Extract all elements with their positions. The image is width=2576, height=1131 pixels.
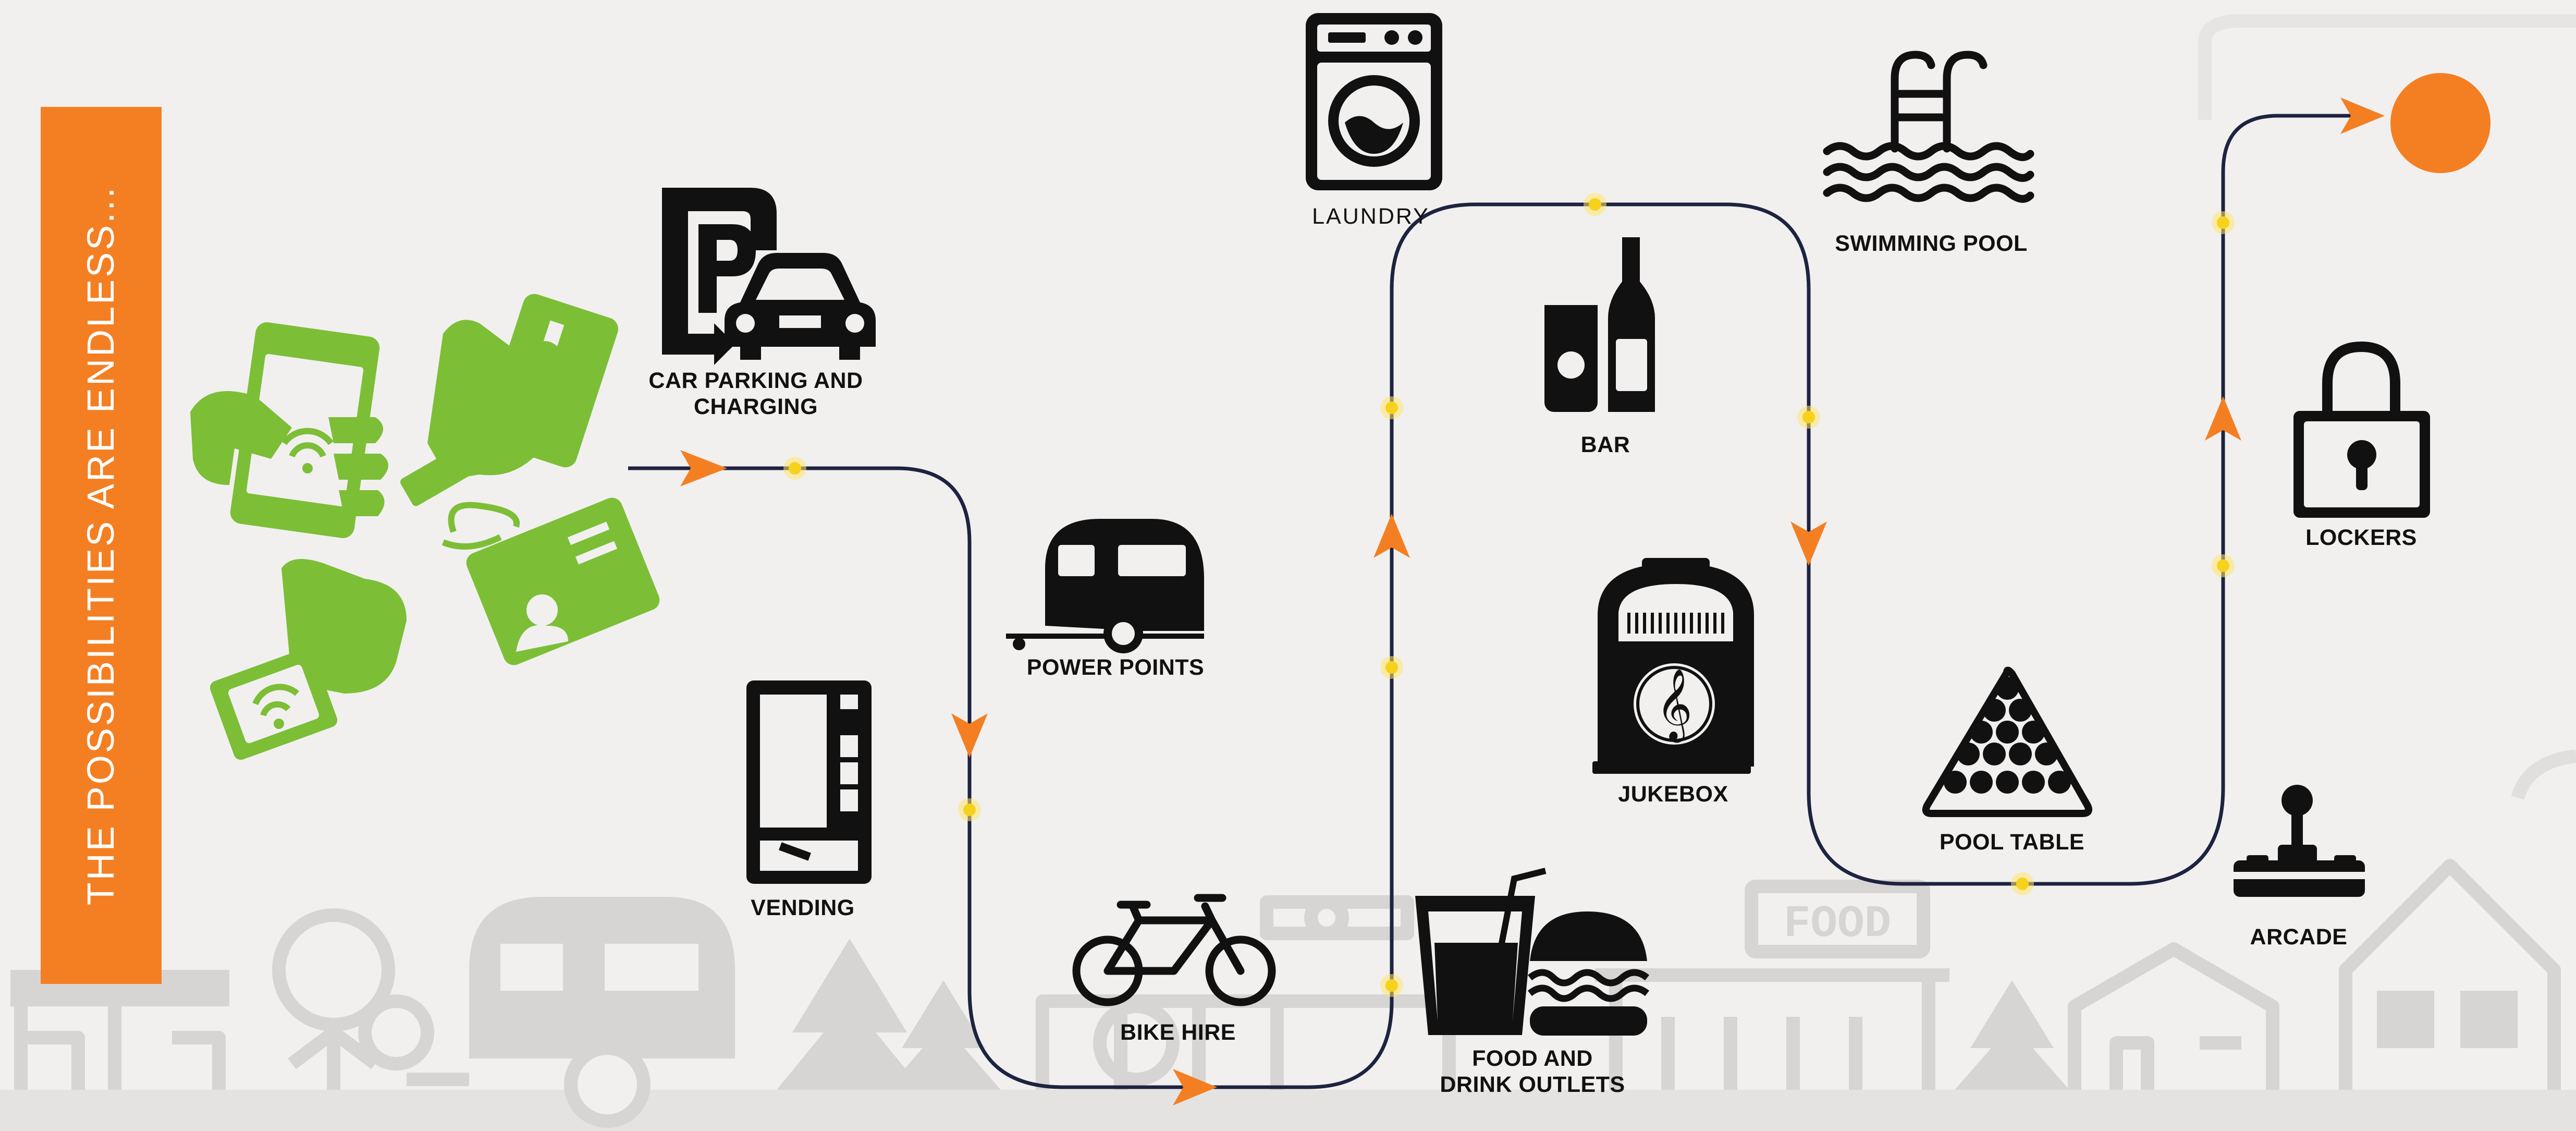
svg-text:FOOD: FOOD: [1784, 898, 1891, 950]
background-skyline: FOOD: [0, 14, 2576, 1131]
arrow-up-icon: [1373, 514, 1410, 558]
food-drink-label-line2: DRINK OUTLETS: [1440, 1072, 1625, 1097]
stop-label-swimming-pool: SWIMMING POOL: [1835, 231, 2028, 256]
stop-dot: [783, 457, 806, 480]
pool-table-icon: [1922, 666, 2092, 817]
background-building-top-right: [2198, 14, 2576, 120]
car-parking-label-line2: CHARGING: [693, 394, 818, 419]
arrow-right-icon: [2340, 98, 2385, 134]
path-stop-dots: [783, 193, 2235, 997]
arrow-up-icon: [2205, 396, 2241, 441]
headline-text: THE POSSIBILITIES ARE ENDLESS...: [80, 185, 122, 906]
svg-text:𝄞: 𝄞: [1656, 667, 1692, 743]
headline-banner: [41, 107, 162, 984]
stop-label-vending: VENDING: [751, 895, 855, 920]
journey-path: [628, 114, 2361, 1089]
car-parking-icon: [662, 188, 876, 365]
pool-balls: [1944, 677, 2071, 794]
stop-label-lockers: LOCKERS: [2305, 525, 2417, 550]
food-drink-label-line1: FOOD AND: [1472, 1046, 1593, 1071]
jukebox-icon: 𝄞: [1592, 558, 1754, 774]
stop-dot: [1380, 396, 1403, 419]
background-building-left: [10, 970, 229, 1090]
smartphone-payment-icon: [190, 322, 388, 538]
path-arrows: [680, 98, 2385, 1105]
payment-methods: [190, 294, 660, 760]
stop-label-bike-hire: BIKE HIRE: [1120, 1020, 1236, 1045]
caravan-icon: [1006, 519, 1204, 653]
stop-dot: [2212, 211, 2235, 234]
stop-label-power-points: POWER POINTS: [1026, 655, 1205, 680]
stop-dot: [1380, 656, 1403, 679]
bicycle-icon: [1072, 894, 1276, 1006]
arrow-down-icon: [1790, 521, 1827, 566]
id-card-payment-icon: [441, 497, 660, 665]
bar-drinks-icon: [1544, 237, 1655, 412]
stop-label-bar: BAR: [1580, 432, 1630, 457]
card-payment-icon: [400, 294, 618, 506]
background-food-sign: FOOD: [1745, 880, 1930, 958]
burger-icon: [1527, 911, 1650, 1036]
stop-dot: [958, 798, 981, 821]
stop-label-car-parking: CAR PARKING AND CHARGING: [625, 368, 886, 420]
drink-cup-icon: [1415, 868, 1547, 1035]
background-houses-right: [2068, 859, 2561, 1090]
vending-machine-icon: [746, 680, 872, 884]
background-pine-trees: [777, 939, 2069, 1090]
stop-dot: [2212, 554, 2235, 577]
stop-label-jukebox: JUKEBOX: [1618, 782, 1728, 807]
arcade-joystick-icon: [2234, 785, 2365, 897]
arrow-down-icon: [951, 713, 988, 758]
stop-label-arcade: ARCADE: [2250, 925, 2348, 950]
arrow-right-icon: [680, 450, 727, 487]
stop-dot: [1584, 193, 1606, 216]
arrow-right-icon: [1173, 1069, 1217, 1105]
stop-dot: [2011, 872, 2034, 895]
background-caravan: [407, 897, 735, 1128]
wristband-payment-icon: [210, 559, 407, 760]
stop-label-pool-table: POOL TABLE: [1939, 830, 2085, 855]
stop-label-food-drink: FOOD AND DRINK OUTLETS: [1397, 1045, 1668, 1098]
destination-circle: [2390, 73, 2491, 173]
background-tree-outline: [272, 908, 434, 1090]
car-parking-label-line1: CAR PARKING AND: [648, 368, 863, 393]
lock-icon: [2293, 341, 2430, 518]
washing-machine-icon: [1306, 13, 1442, 190]
stop-dot: [1380, 974, 1403, 997]
stop-label-laundry: LAUNDRY: [1312, 204, 1430, 229]
swimming-pool-icon: [1823, 51, 2034, 203]
background-cloud-right: [2511, 749, 2576, 800]
stop-dot: [1797, 406, 1820, 429]
